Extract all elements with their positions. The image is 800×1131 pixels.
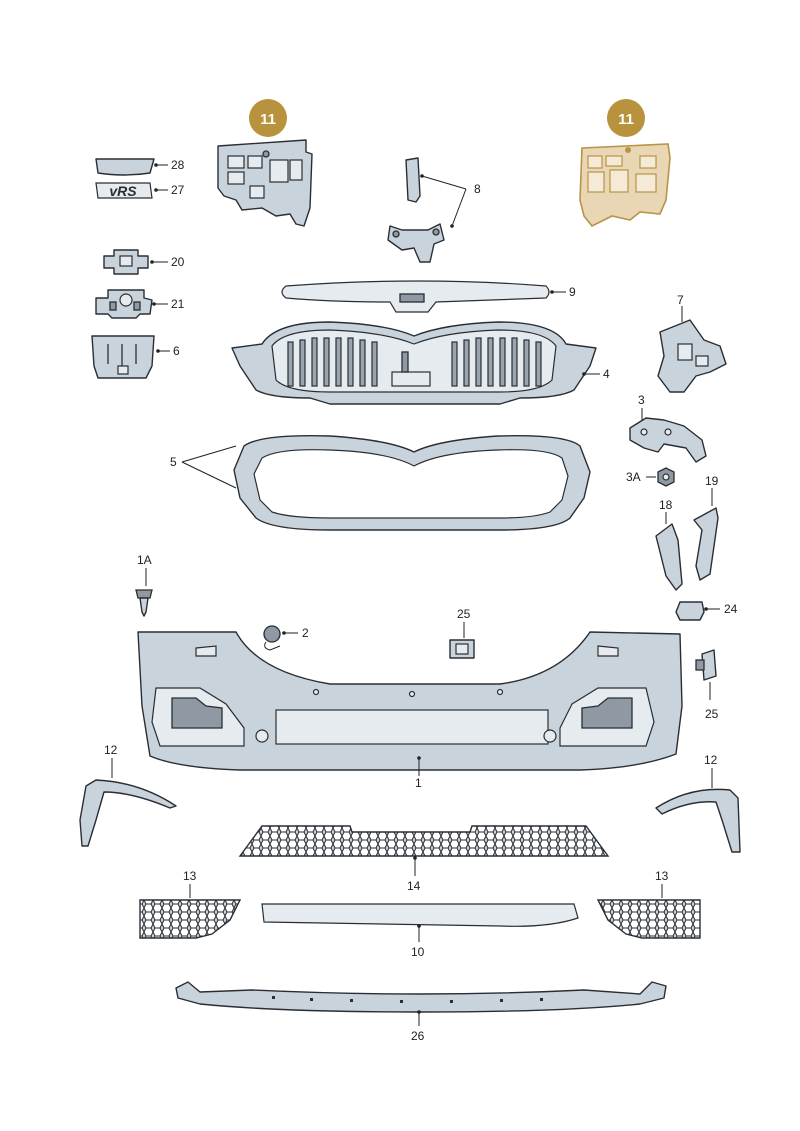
label-1a: 1A <box>137 553 152 567</box>
part-3-bracket[interactable]: 3 <box>629 393 707 463</box>
label-25-center: 25 <box>457 607 471 621</box>
part-25-clip-right[interactable]: 25 <box>695 649 719 721</box>
part-4-grille[interactable]: 4 <box>231 321 610 405</box>
vrs-emblem-text: vRS <box>109 183 137 199</box>
part-14-lower-grille[interactable]: 14 <box>238 825 610 893</box>
label-27: 27 <box>171 183 185 197</box>
label-26: 26 <box>411 1029 425 1043</box>
label-3: 3 <box>638 393 645 407</box>
label-5: 5 <box>170 455 177 469</box>
part-13-right-grille[interactable]: 13 <box>596 869 701 939</box>
badge-11-right[interactable]: 11 <box>607 99 645 137</box>
part-5-frame[interactable]: 5 <box>170 435 591 531</box>
label-21: 21 <box>171 297 185 311</box>
part-6-shield[interactable]: 6 <box>91 335 180 379</box>
label-24: 24 <box>724 602 738 616</box>
part-28-cover[interactable]: 28 <box>95 158 185 176</box>
part-24-cover[interactable]: 24 <box>675 601 738 621</box>
part-10-trim-strip[interactable]: 10 <box>261 903 579 959</box>
part-8-bracket[interactable]: 8 <box>387 157 481 263</box>
part-12-right-trim[interactable]: 12 <box>655 753 741 853</box>
label-10: 10 <box>411 945 425 959</box>
label-2: 2 <box>302 626 309 640</box>
label-12-left: 12 <box>104 743 118 757</box>
label-13-right: 13 <box>655 869 669 883</box>
label-13-left: 13 <box>183 869 197 883</box>
part-1a-screw[interactable]: 1A <box>135 553 153 617</box>
part-18-trim[interactable]: 18 <box>655 498 683 591</box>
part-21-holder[interactable]: 21 <box>95 289 185 319</box>
part-20-clip[interactable]: 20 <box>103 249 185 275</box>
label-12-right: 12 <box>704 753 718 767</box>
part-25-clip-center[interactable]: 25 <box>449 607 475 659</box>
label-20: 20 <box>171 255 185 269</box>
part-3a-nut[interactable]: 3A <box>626 467 675 487</box>
part-11-left-bracket[interactable] <box>217 139 313 227</box>
label-19: 19 <box>705 474 719 488</box>
part-27-emblem[interactable]: vRS 27 <box>95 182 185 199</box>
label-6: 6 <box>173 344 180 358</box>
part-9-upper-trim[interactable]: 9 <box>281 280 576 313</box>
part-19-trim[interactable]: 19 <box>693 474 719 581</box>
label-14: 14 <box>407 879 421 893</box>
label-3a: 3A <box>626 470 641 484</box>
part-26-spoiler[interactable]: 26 <box>175 981 667 1043</box>
label-1: 1 <box>415 776 422 790</box>
label-7: 7 <box>677 293 684 307</box>
label-4: 4 <box>603 367 610 381</box>
badge-11-left[interactable]: 11 <box>249 99 287 137</box>
part-13-left-grille[interactable]: 13 <box>139 869 242 939</box>
badge-11-left-text: 11 <box>260 111 276 128</box>
label-8: 8 <box>474 182 481 196</box>
part-7-bracket[interactable]: 7 <box>657 293 727 393</box>
label-9: 9 <box>569 285 576 299</box>
badge-11-right-text: 11 <box>618 111 634 128</box>
label-28: 28 <box>171 158 185 172</box>
part-2-cap[interactable]: 2 <box>263 625 309 651</box>
part-12-left-trim[interactable]: 12 <box>79 743 177 847</box>
label-25-right: 25 <box>705 707 719 721</box>
part-1-bumper[interactable]: 1 <box>137 631 683 790</box>
label-18: 18 <box>659 498 673 512</box>
part-11-right-bracket[interactable] <box>579 143 671 228</box>
